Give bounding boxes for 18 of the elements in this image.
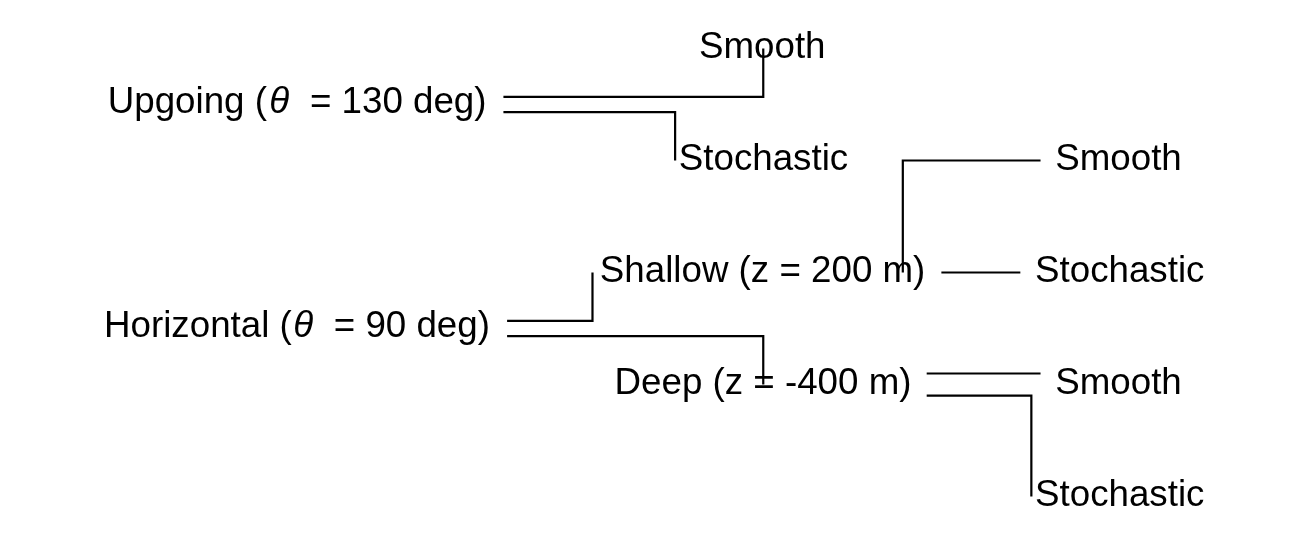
connector [926,372,1041,375]
node-text: Horizontal (θ = 90 deg) [104,303,490,345]
connector [926,394,1033,497]
node-text: Stochastic [1035,248,1205,290]
connector [503,48,765,98]
connector [901,159,1041,273]
node-text: Stochastic [678,136,849,178]
connector [941,271,1021,274]
node-text: Smooth [698,24,826,66]
node-text: Smooth [1055,360,1182,402]
node-text: Smooth [1055,136,1182,178]
node-text: Upgoing (θ = 130 deg) [107,79,487,121]
node-text: Deep (z = -400 m) [614,360,912,402]
node-text: Shallow (z = 200 m) [599,248,926,290]
connector [503,111,677,161]
node-text: Stochastic [1035,472,1205,514]
connector [507,335,765,385]
connector [507,272,594,322]
